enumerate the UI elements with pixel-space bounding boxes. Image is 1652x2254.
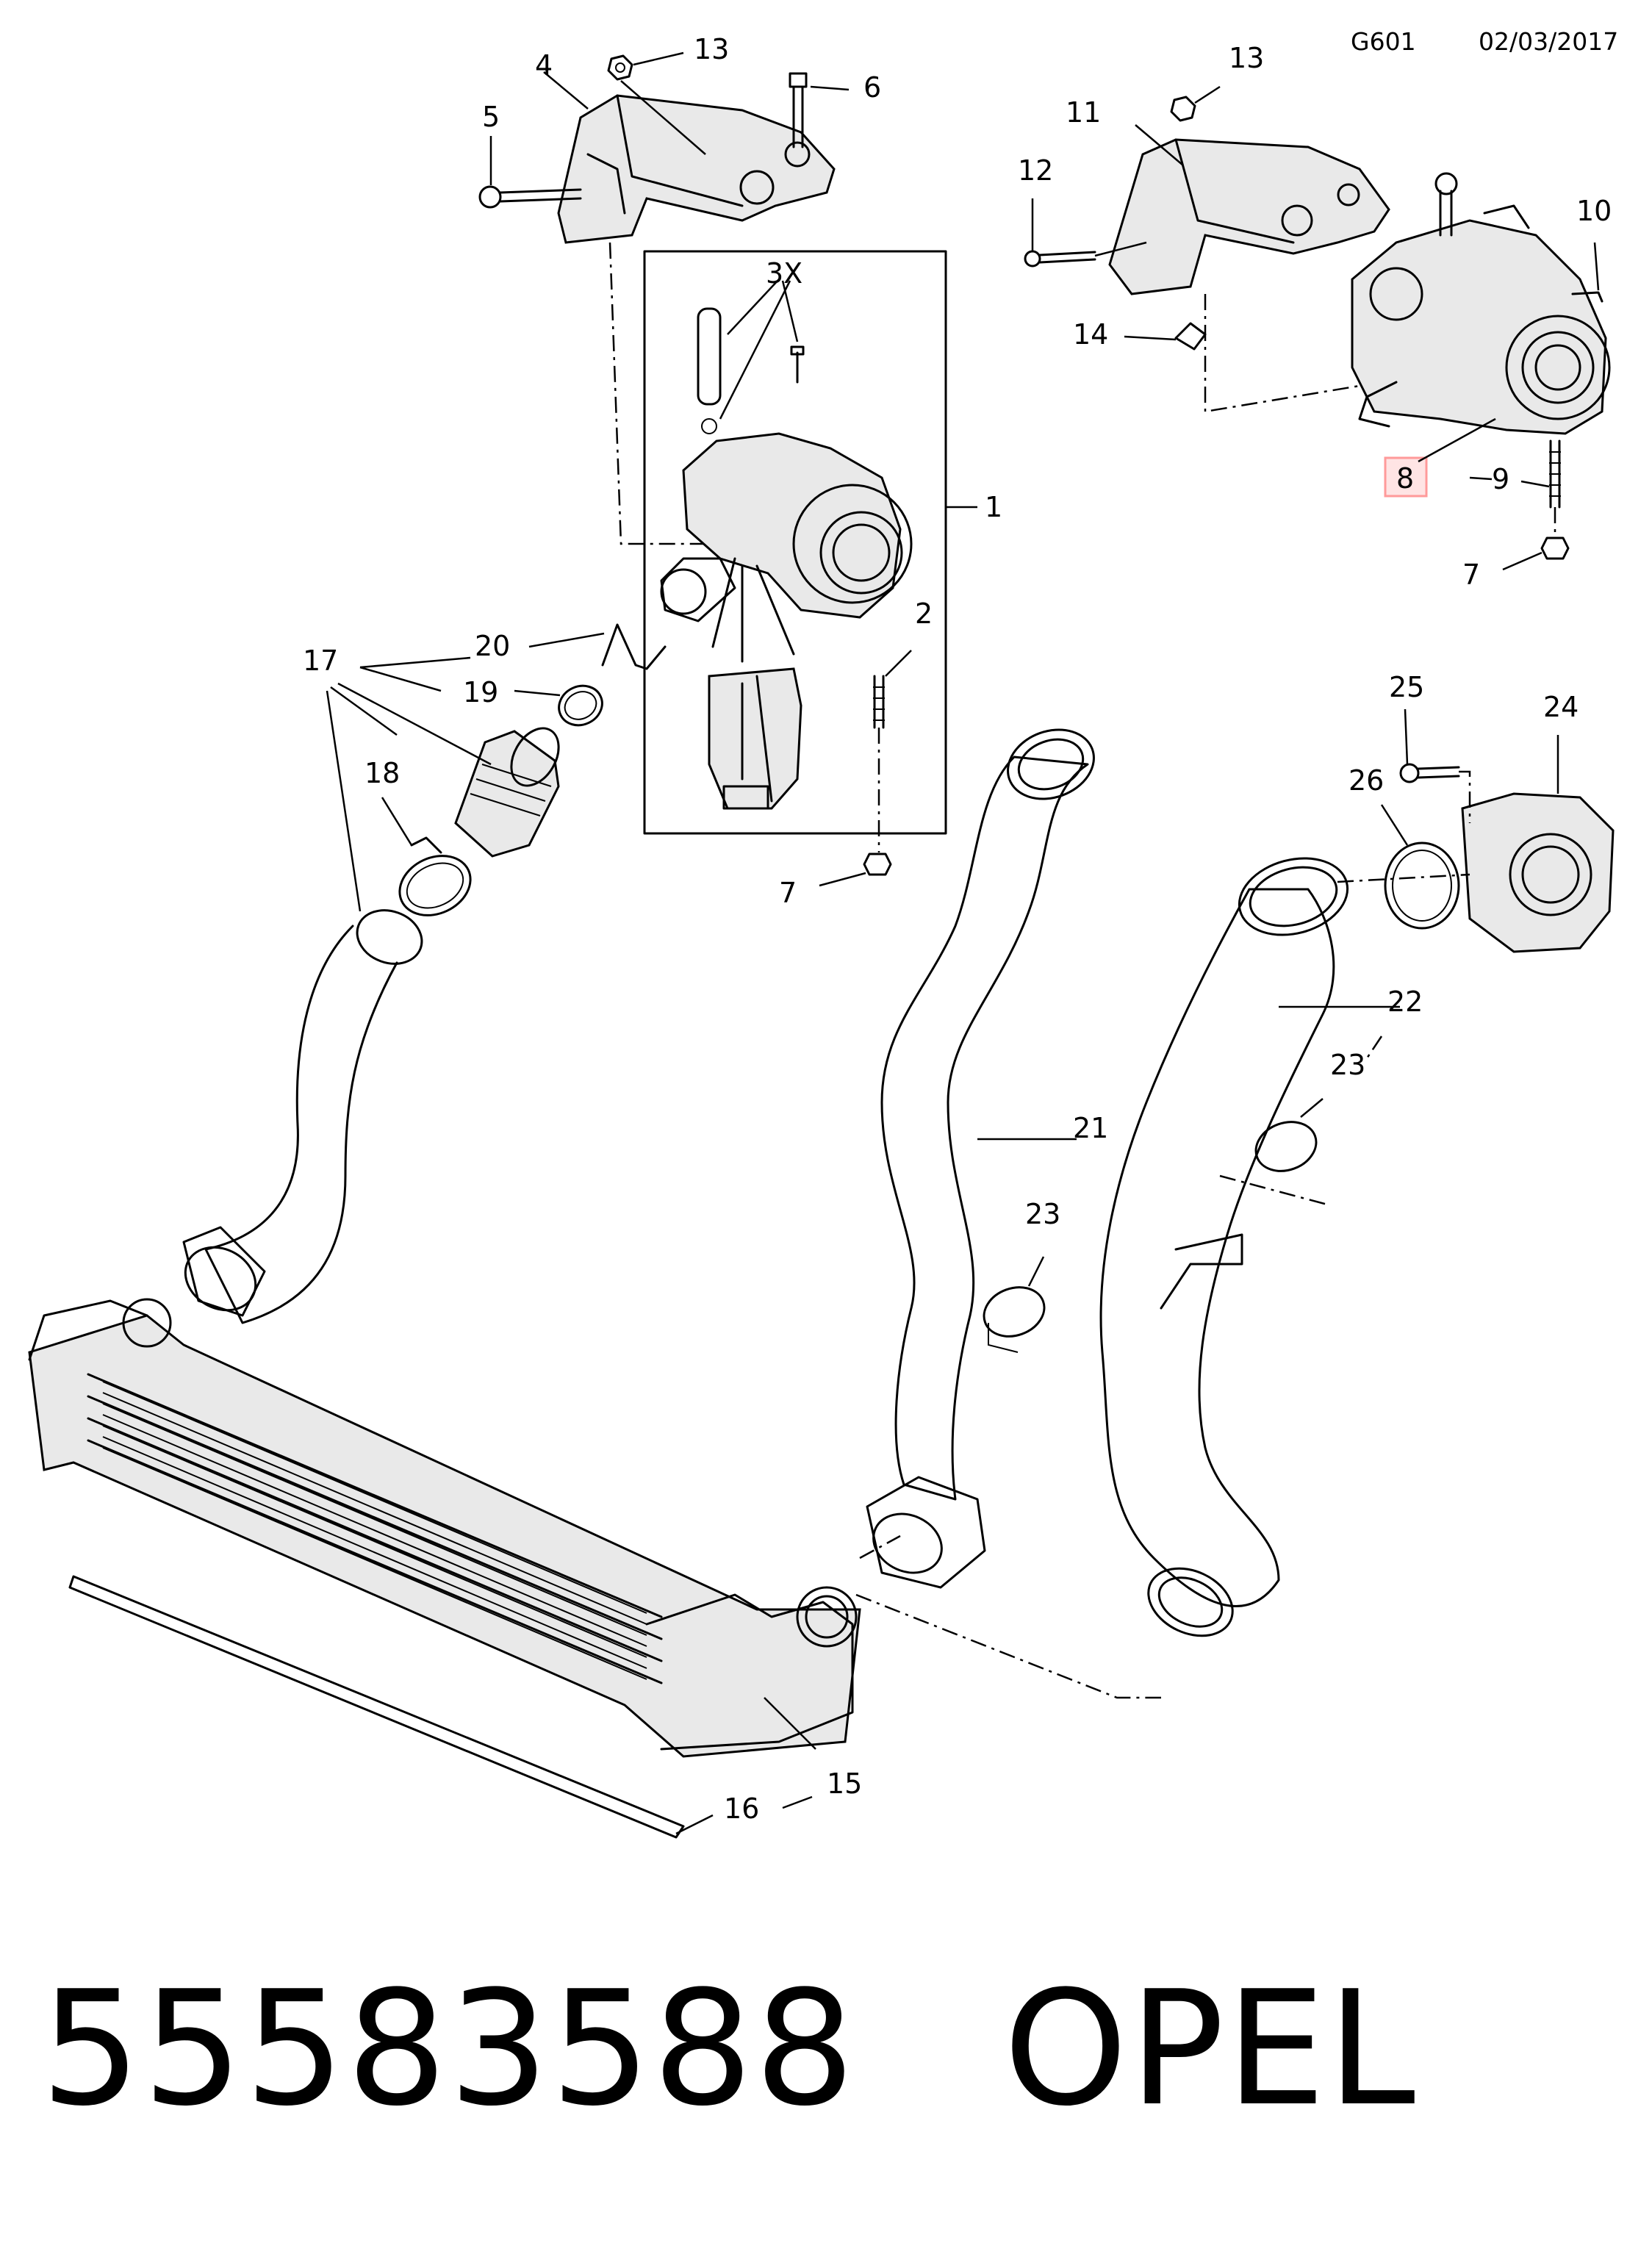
- charge-air-hose-21[interactable]: [863, 718, 1103, 1589]
- heat-shield-left[interactable]: [557, 94, 836, 244]
- charge-air-hose-22[interactable]: [1099, 847, 1356, 1648]
- nut-7-right-icon[interactable]: [1540, 536, 1570, 560]
- turbocharger-right[interactable]: [1351, 172, 1611, 435]
- stud-2-icon[interactable]: [873, 675, 885, 729]
- callout-15[interactable]: 15: [827, 1767, 862, 1800]
- callout-19[interactable]: 19: [463, 676, 498, 708]
- callout-12[interactable]: 12: [1018, 154, 1053, 187]
- callout-1[interactable]: 1: [985, 491, 1002, 523]
- seal-strip-16[interactable]: [68, 1575, 685, 1839]
- callout-13-left[interactable]: 13: [694, 33, 729, 65]
- part-number-text: 55583588: [40, 1956, 857, 2141]
- callout-11[interactable]: 11: [1066, 96, 1101, 129]
- callout-23-right[interactable]: 23: [1330, 1049, 1365, 1081]
- nut-7-lower-icon[interactable]: [863, 853, 892, 876]
- seal-ring-19-icon[interactable]: [553, 679, 608, 732]
- diagram-date: 02/03/2017: [1479, 27, 1618, 56]
- callout-17[interactable]: 17: [303, 645, 338, 677]
- callout-7-lower[interactable]: 7: [779, 877, 797, 909]
- nut-13-right-icon[interactable]: [1170, 96, 1196, 122]
- clip-14-icon[interactable]: [1174, 322, 1207, 351]
- clamp-23-right-icon[interactable]: [1249, 1114, 1324, 1180]
- group-label-3x: 3X: [766, 257, 802, 290]
- connector-pipe-17[interactable]: [454, 720, 568, 858]
- callout-24[interactable]: 24: [1543, 691, 1579, 723]
- callout-16[interactable]: 16: [724, 1792, 759, 1825]
- turbocharger[interactable]: [660, 279, 913, 810]
- callout-5[interactable]: 5: [482, 101, 500, 133]
- throttle-body-24[interactable]: [1461, 792, 1615, 953]
- callout-4[interactable]: 4: [535, 49, 553, 82]
- seal-ring-hose-icon[interactable]: [350, 902, 430, 973]
- callout-2[interactable]: 2: [915, 597, 933, 630]
- bolt-6-icon[interactable]: [789, 72, 808, 148]
- callout-22[interactable]: 22: [1387, 986, 1423, 1018]
- callout-10[interactable]: 10: [1576, 195, 1612, 227]
- callout-20[interactable]: 20: [475, 630, 510, 662]
- bolt-5-icon[interactable]: [478, 185, 582, 209]
- callout-7-right[interactable]: 7: [1462, 559, 1480, 591]
- heat-shield-right[interactable]: [1108, 138, 1390, 295]
- callout-9[interactable]: 9: [1492, 463, 1509, 495]
- callout-26[interactable]: 26: [1348, 764, 1384, 797]
- callout-6[interactable]: 6: [863, 71, 881, 104]
- diagram-code: G601: [1351, 27, 1416, 56]
- brand-text: OPEL: [1003, 1956, 1417, 2141]
- nut-13-left-icon[interactable]: [607, 54, 633, 81]
- bolt-25-icon[interactable]: [1399, 763, 1460, 783]
- callout-14[interactable]: 14: [1073, 318, 1108, 351]
- callout-23-left[interactable]: 23: [1025, 1198, 1060, 1230]
- spring-clip-20-icon[interactable]: [601, 623, 667, 670]
- highlighted-callout-box: [1384, 456, 1428, 498]
- callout-13-right[interactable]: 13: [1229, 42, 1264, 74]
- stud-9-icon[interactable]: [1549, 439, 1561, 509]
- callout-21[interactable]: 21: [1073, 1112, 1108, 1144]
- intercooler[interactable]: [28, 1298, 861, 1758]
- callout-18[interactable]: 18: [364, 757, 400, 789]
- turbo-assembly-box: [643, 250, 947, 835]
- charge-air-hose-left[interactable]: [174, 925, 398, 1324]
- seal-ring-26-icon[interactable]: [1384, 841, 1460, 930]
- callout-25[interactable]: 25: [1389, 671, 1424, 703]
- clamp-18-icon[interactable]: [390, 836, 481, 927]
- callout-8-highlighted[interactable]: 8: [1396, 462, 1414, 495]
- clamp-23-left-icon[interactable]: [977, 1279, 1052, 1353]
- bolt-12-icon[interactable]: [1024, 250, 1096, 268]
